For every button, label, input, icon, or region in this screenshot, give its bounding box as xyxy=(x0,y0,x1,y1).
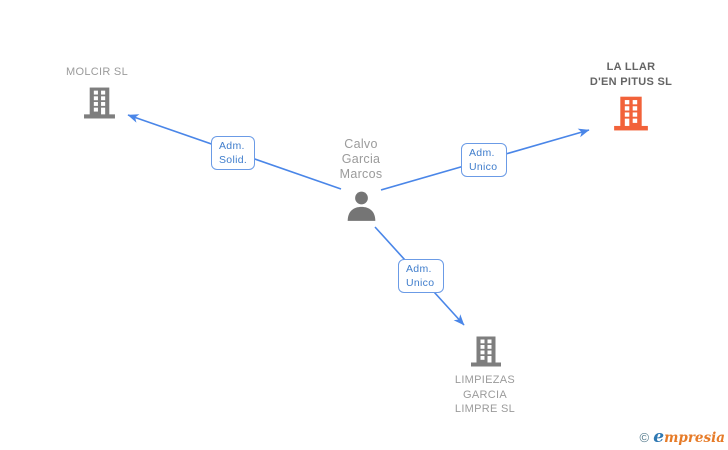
relation-label-line: Adm. xyxy=(469,147,495,159)
company-name-line: MOLCIR SL xyxy=(66,66,128,78)
person-icon[interactable] xyxy=(344,189,379,223)
relation-label-adm-unico-right: Adm. Unico xyxy=(461,143,507,177)
relation-label-line: Unico xyxy=(406,276,435,289)
relation-label-line: Unico xyxy=(469,160,498,173)
company-label-limpiezas[interactable]: LIMPIEZAS GARCIA LIMPRE SL xyxy=(435,373,535,417)
building-icon-la-llar[interactable] xyxy=(613,95,649,131)
copyright-icon: © xyxy=(639,430,650,445)
company-label-la-llar[interactable]: LA LLAR D'EN PITUS SL xyxy=(576,60,686,90)
person-name-line: Marcos xyxy=(339,167,383,181)
building-icon-limpiezas[interactable] xyxy=(470,335,502,367)
relation-label-line: Adm. xyxy=(406,263,432,275)
empresia-logo[interactable]: © empresia xyxy=(640,427,725,447)
relation-label-adm-solid: Adm. Solid. xyxy=(211,136,255,170)
company-name-line: LA LLAR xyxy=(606,61,656,73)
company-name-line: LIMPRE SL xyxy=(454,403,516,415)
relation-label-adm-unico-bottom: Adm. Unico xyxy=(398,259,444,293)
person-name-line: Garcia xyxy=(341,152,381,166)
company-name-line: LIMPIEZAS xyxy=(454,374,516,386)
company-name-line: GARCIA xyxy=(463,388,507,401)
company-name-line: D'EN PITUS SL xyxy=(589,76,673,88)
person-label-calvo-garcia-marcos[interactable]: Calvo Garcia Marcos xyxy=(311,137,411,182)
relation-label-line: Adm. xyxy=(219,140,245,152)
brand-initial: e xyxy=(653,427,665,447)
building-icon-molcir[interactable] xyxy=(83,86,116,119)
company-label-molcir[interactable]: MOLCIR SL xyxy=(47,65,147,80)
brand-name: mpresia xyxy=(664,430,725,446)
person-name-line: Calvo xyxy=(344,137,378,151)
relation-label-line: Solid. xyxy=(219,153,248,166)
